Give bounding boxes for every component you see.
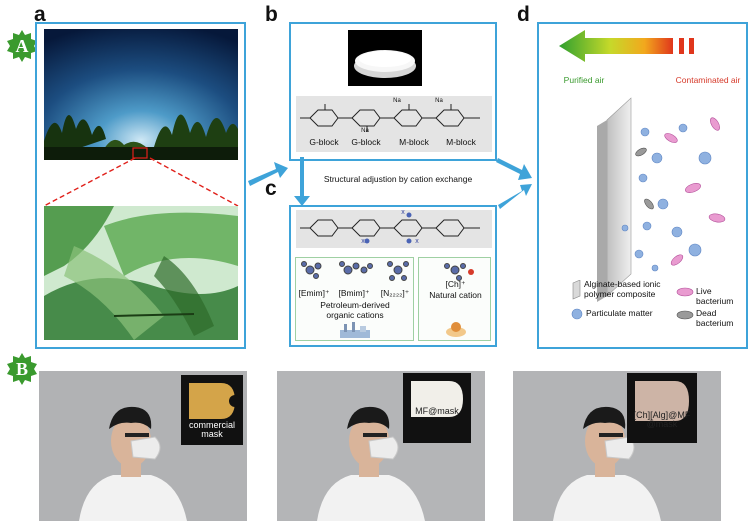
particulate-legend-icon — [571, 308, 583, 320]
block-label-2: G-block — [351, 137, 381, 147]
panel-c-frame — [289, 205, 497, 347]
dead-bacterium-legend-icon — [676, 310, 694, 320]
petroleum-cations-box: [Emim]⁺ [Bmim]⁺ [N₂₂₂₂]⁺ Petroleum-deriv… — [295, 257, 414, 341]
filtration-schematic — [559, 30, 726, 302]
kelp-closeup-photo — [44, 206, 238, 340]
block-label-1: G-block — [309, 137, 339, 147]
natural-cation-box: [Ch]⁺ Natural cation — [418, 257, 491, 341]
cation-exchange-caption: Structural adjustion by cation exchange — [323, 174, 473, 184]
composite-legend-icon — [572, 280, 581, 300]
panel-label-b: b — [265, 3, 278, 26]
photo-commercial-mask: commercial mask — [39, 371, 247, 521]
na-label-3: Na — [435, 98, 443, 104]
alginate-powder-photo — [348, 30, 422, 86]
live-bacterium-legend-icon — [676, 287, 694, 297]
panel-label-c: c — [265, 177, 277, 200]
na-label-2: Na — [393, 98, 401, 104]
svg-text:B: B — [16, 359, 28, 379]
section-b-badge: B — [7, 353, 37, 385]
contaminated-air-label: Contaminated air — [675, 75, 741, 85]
natural-cation-ch: [Ch]⁺ — [445, 279, 466, 289]
photo-ch-alg-mf-mask: [Ch][Alg]@MF @mask — [513, 371, 721, 521]
svg-text:A: A — [16, 36, 29, 56]
photo-mf-mask: MF@mask — [277, 371, 485, 521]
panel-label-d: d — [517, 3, 530, 26]
x-label-1: x — [361, 238, 365, 245]
legend-live-bacterium: Live bacterium — [696, 286, 734, 306]
panel-b-frame — [289, 22, 497, 161]
inset-commercial-mask: commercial mask — [181, 375, 243, 445]
legend-particulate-matter: Particulate matter — [586, 308, 653, 318]
panel-label-a: a — [34, 3, 46, 26]
block-label-3: M-block — [399, 137, 429, 147]
legend-dead-bacterium: Dead bacterium — [696, 308, 734, 328]
ionic-alginate-structure: x x x — [296, 209, 492, 248]
mask-label-commercial: commercial mask — [188, 420, 235, 440]
x-label-3: x — [401, 209, 405, 216]
refinery-icon — [340, 322, 370, 338]
panel-d-frame — [537, 22, 748, 349]
cation-n2222: [N₂₂₂₂]⁺ — [380, 288, 410, 298]
underwater-kelp-photo — [44, 29, 238, 160]
inset-mf-mask: MF@mask — [403, 373, 471, 443]
panel-a-frame — [35, 22, 246, 349]
x-label-2: x — [415, 238, 419, 245]
cation-emim: [Emim]⁺ — [298, 288, 330, 298]
na-label-1: Na — [361, 128, 369, 134]
purified-air-label: Purified air — [563, 75, 605, 85]
legend-composite: Alginate-based ionic polymer composite — [584, 279, 661, 299]
natural-source-icon — [446, 322, 466, 337]
petroleum-caption: Petroleum-derived organic cations — [320, 300, 390, 320]
section-a-badge: A — [7, 30, 37, 62]
natural-cation-caption: Natural cation — [429, 290, 482, 300]
mask-label-mf: MF@mask — [415, 406, 459, 416]
mask-label-ch-alg-mf: [Ch][Alg]@MF @mask — [633, 410, 691, 430]
inset-ch-alg-mf-mask: [Ch][Alg]@MF @mask — [627, 373, 697, 443]
alginate-structure: G-block G-block M-block M-block Na Na Na — [296, 96, 492, 152]
cation-bmim: [Bmim]⁺ — [338, 288, 370, 298]
block-label-4: M-block — [446, 137, 476, 147]
